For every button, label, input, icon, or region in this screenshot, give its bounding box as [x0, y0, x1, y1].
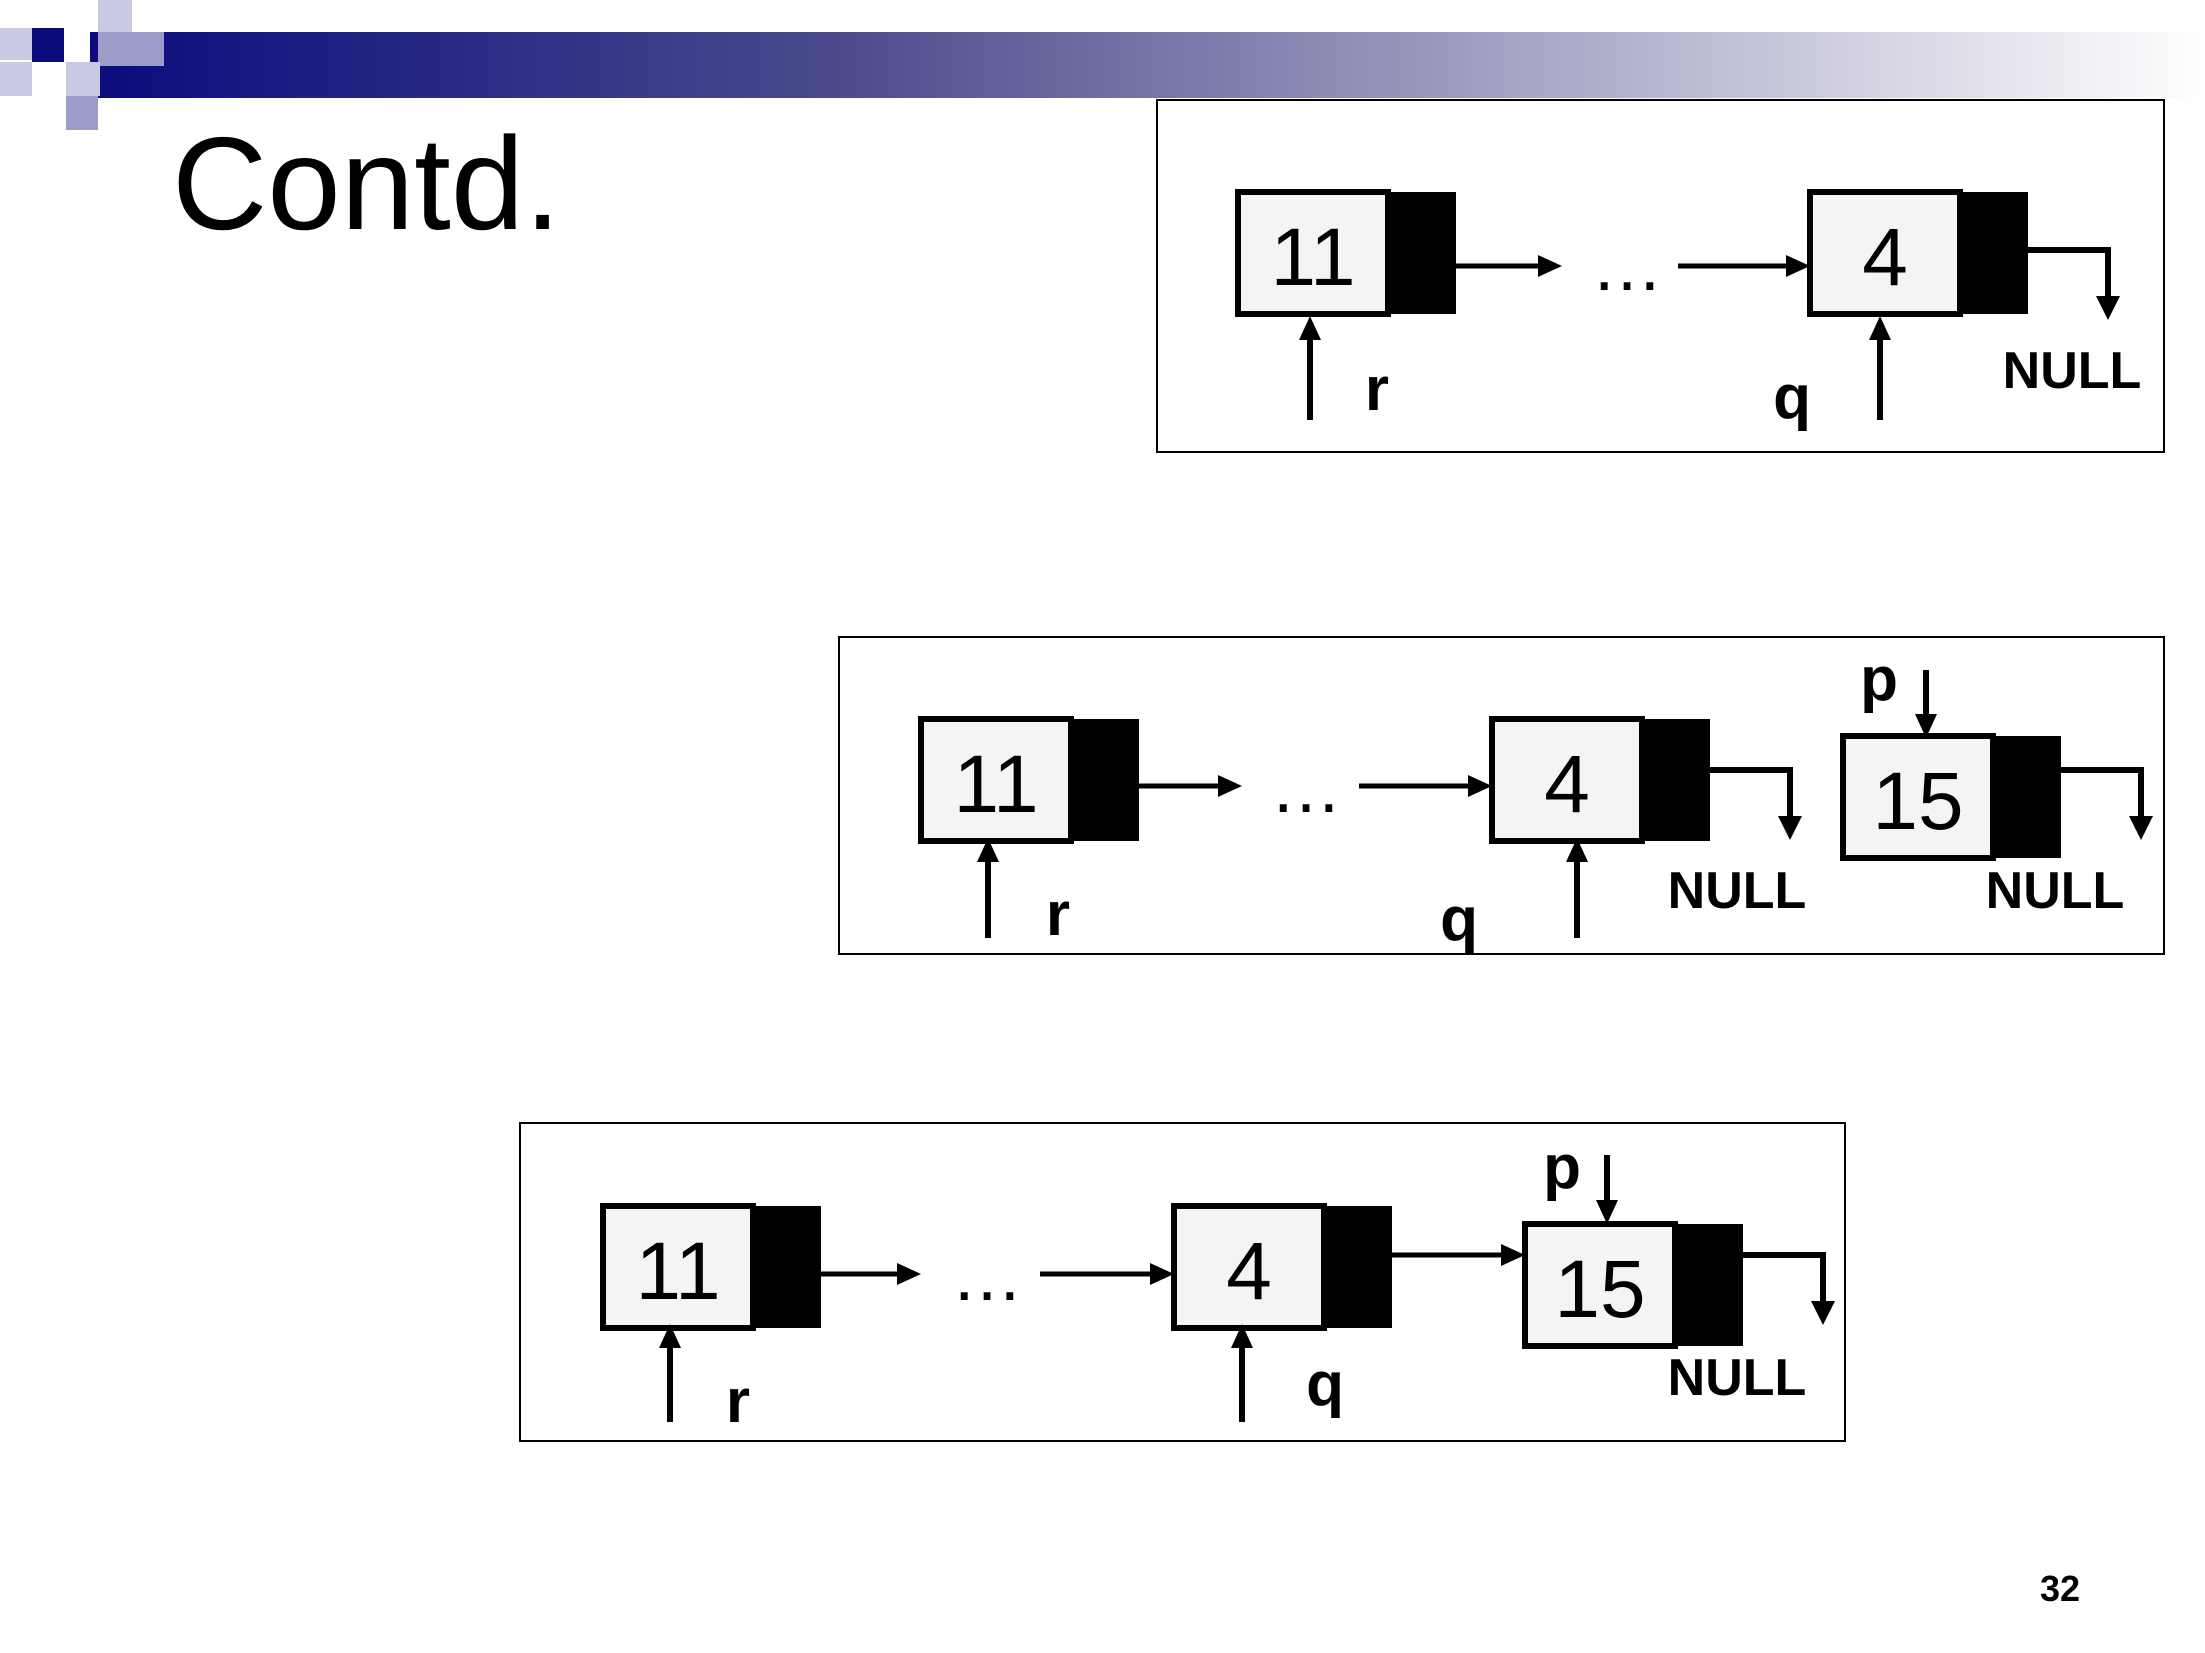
- node-data-cell: [1522, 1221, 1678, 1349]
- null-label: NULL: [1986, 862, 2125, 920]
- arrow-head: [1538, 255, 1562, 277]
- node-4: 4: [1807, 189, 2028, 317]
- pointer-label-q: q: [1306, 1350, 1344, 1419]
- null-label: NULL: [2003, 342, 2142, 400]
- null-label: NULL: [1668, 1349, 1807, 1407]
- arrow-head: [897, 1263, 921, 1285]
- node-pointer-cell: [1960, 192, 2028, 314]
- node-pointer-cell: [1388, 192, 1456, 314]
- deco-square: [66, 62, 100, 96]
- node-4: 4: [1489, 716, 1710, 844]
- pointer-label-p: p: [1543, 1133, 1581, 1202]
- pointer-label-q: q: [1440, 885, 1478, 954]
- pointer-label-r: r: [726, 1367, 750, 1436]
- node-value: 4: [1862, 212, 1908, 303]
- deco-square: [0, 62, 32, 96]
- arrow-head: [1778, 816, 1802, 840]
- arrow-head: [1299, 316, 1321, 340]
- arrow-head: [1468, 775, 1492, 797]
- node-data-cell: [1840, 733, 1996, 861]
- arrow-head: [1231, 1324, 1253, 1348]
- arrow-head: [1869, 316, 1891, 340]
- null-link: [1743, 1252, 1826, 1305]
- node-value: 4: [1544, 739, 1590, 830]
- node-15: 15: [1840, 733, 2061, 861]
- arrow-head: [2096, 296, 2120, 320]
- pointer-label-q: q: [1773, 363, 1811, 432]
- null-label: NULL: [1668, 862, 1807, 920]
- ellipsis: …: [1591, 226, 1663, 306]
- arrow-head: [1915, 714, 1937, 738]
- pointer-label-r: r: [1365, 355, 1389, 424]
- ellipsis: …: [1270, 748, 1342, 828]
- slide-title: Contd.: [172, 110, 561, 257]
- node-11: 11: [600, 1203, 821, 1331]
- arrow-head: [1150, 1263, 1174, 1285]
- node-pointer-cell: [1324, 1206, 1392, 1328]
- node-pointer-cell: [1675, 1224, 1743, 1346]
- node-data-cell: [1171, 1203, 1327, 1331]
- pointer-label-p: p: [1860, 645, 1898, 714]
- deco-square: [98, 0, 132, 32]
- arrow-head: [977, 838, 999, 862]
- slide-decoration: [0, 0, 2205, 130]
- title-banner: [90, 32, 2205, 98]
- node-value: 11: [635, 1226, 720, 1317]
- node-15: 15: [1522, 1221, 1743, 1349]
- node-pointer-cell: [1071, 719, 1139, 841]
- deco-square: [0, 28, 32, 60]
- null-link: [2028, 247, 2111, 300]
- arrow-head: [1501, 1244, 1525, 1266]
- arrow-head: [659, 1324, 681, 1348]
- node-pointer-cell: [1993, 736, 2061, 858]
- node-value: 11: [953, 739, 1038, 830]
- node-11: 11: [1235, 189, 1456, 317]
- node-11: 11: [918, 716, 1139, 844]
- node-data-cell: [1807, 189, 1963, 317]
- node-value: 11: [1270, 212, 1355, 303]
- deco-square: [32, 28, 64, 62]
- null-link: [1710, 767, 1793, 820]
- node-data-cell: [1235, 189, 1391, 317]
- node-value: 15: [1554, 1244, 1645, 1335]
- node-data-cell: [918, 716, 1074, 844]
- node-pointer-cell: [753, 1206, 821, 1328]
- ellipsis: …: [951, 1236, 1023, 1316]
- deco-square: [66, 96, 98, 130]
- pointer-label-r: r: [1046, 880, 1070, 949]
- arrow-head: [1218, 775, 1242, 797]
- arrow-head: [1786, 255, 1810, 277]
- node-pointer-cell: [1642, 719, 1710, 841]
- node-value: 4: [1226, 1226, 1272, 1317]
- arrow-head: [2129, 816, 2153, 840]
- node-value: 15: [1872, 756, 1963, 847]
- arrow-head: [1596, 1200, 1618, 1224]
- page-number: 32: [2040, 1568, 2081, 1609]
- null-link: [2061, 767, 2144, 820]
- arrow-head: [1566, 838, 1588, 862]
- deco-square: [98, 32, 164, 66]
- node-4: 4: [1171, 1203, 1392, 1331]
- arrow-head: [1811, 1301, 1835, 1325]
